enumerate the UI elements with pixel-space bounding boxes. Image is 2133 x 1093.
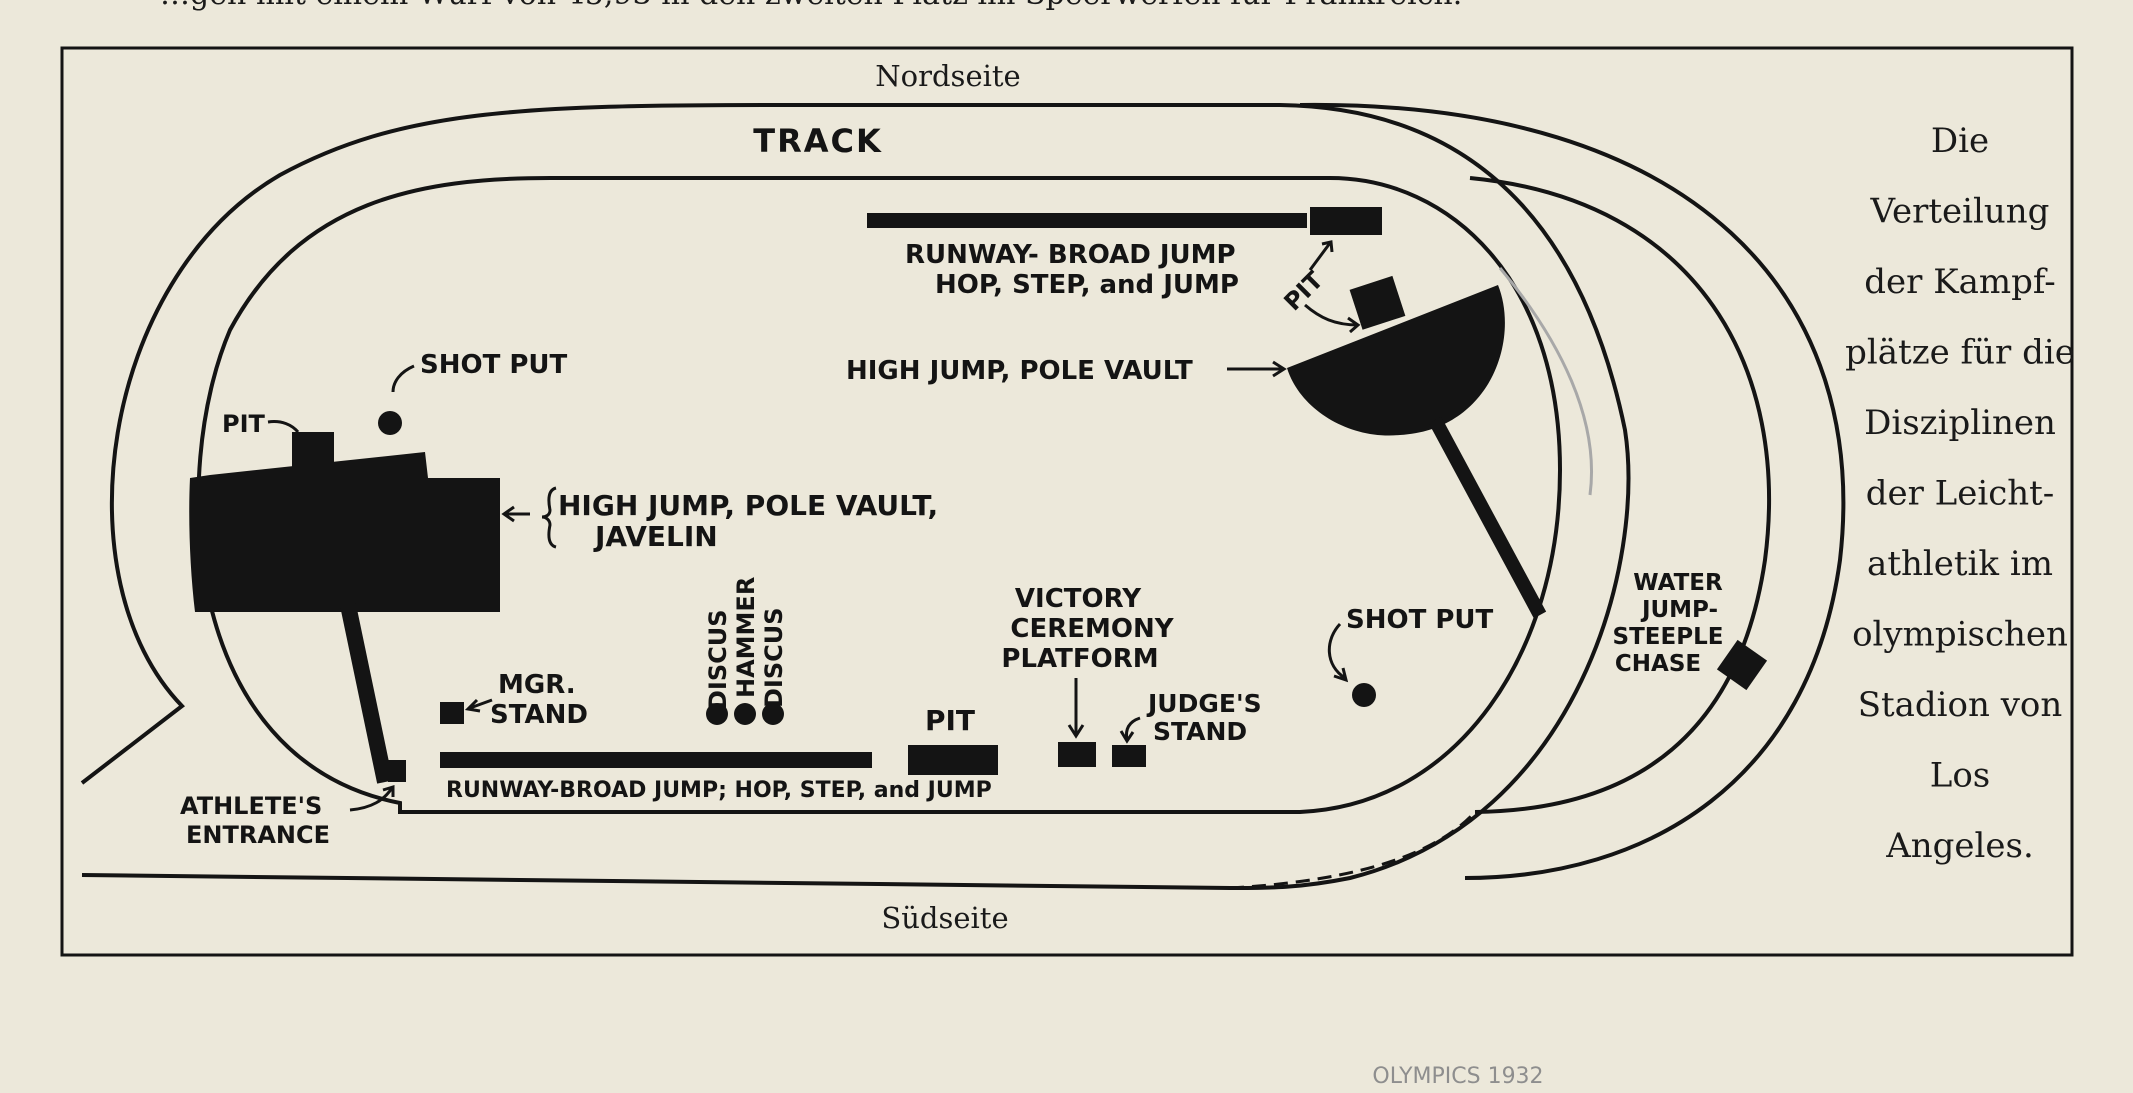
caption-line-7: athletik im xyxy=(1867,544,2053,584)
shot-put-right-circle xyxy=(1352,683,1376,707)
outer-track-line xyxy=(80,103,1631,891)
caption-line-8: olympischen xyxy=(1852,615,2068,655)
water-label-1: WATER xyxy=(1633,570,1723,596)
high-jump-left-label-2: JAVELIN xyxy=(593,520,718,553)
caption-line-1: Die xyxy=(1931,121,1989,161)
caption-line-9: Stadion von xyxy=(1858,685,2063,725)
high-jump-right-area xyxy=(1287,285,1505,436)
water-label-4: CHASE xyxy=(1615,651,1701,677)
high-jump-left-arrow xyxy=(501,505,530,523)
hammer-circle xyxy=(734,703,756,725)
water-jump-marker xyxy=(1716,639,1768,691)
runway-top-label-2: HOP, STEP, and JUMP xyxy=(935,270,1239,300)
mgr-arrow xyxy=(464,698,493,713)
discus-2-label: DISCUS xyxy=(760,607,788,708)
shot-put-left-circle xyxy=(378,411,402,435)
shot-put-right-arrow xyxy=(1327,622,1349,683)
high-jump-right-arrow xyxy=(1227,360,1287,378)
runway-bottom-bar xyxy=(440,752,872,768)
victory-platform xyxy=(1058,742,1096,767)
water-label-2: JUMP- xyxy=(1640,597,1718,623)
hammer-label: HAMMER xyxy=(732,577,760,698)
victory-label-3: PLATFORM xyxy=(1001,644,1158,674)
judges-label-1: JUDGE'S xyxy=(1146,689,1262,718)
pit-top-arrow xyxy=(1304,303,1361,334)
high-jump-right-label: HIGH JUMP, POLE VAULT xyxy=(846,356,1193,386)
pencil-mark xyxy=(1498,267,1594,496)
pit-top-label: PIT xyxy=(1279,266,1330,317)
victory-label-1: VICTORY xyxy=(1015,584,1142,614)
athletes-entrance-arrow xyxy=(349,784,395,812)
high-jump-left-area xyxy=(189,452,501,612)
discus-2-circle xyxy=(762,703,784,725)
victory-arrow xyxy=(1067,678,1085,739)
high-jump-left-label-1: HIGH JUMP, POLE VAULT, xyxy=(558,489,938,522)
judges-arrow xyxy=(1119,716,1141,744)
track-label: TRACK xyxy=(753,122,883,160)
water-label-3: STEEPLE xyxy=(1613,624,1724,650)
high-jump-left-brace xyxy=(541,486,557,549)
mgr-label-1: MGR. xyxy=(498,670,576,700)
judges-label-2: STAND xyxy=(1153,717,1247,746)
shot-put-right-label: SHOT PUT xyxy=(1346,605,1494,635)
judges-stand xyxy=(1112,745,1146,767)
athletes-entrance-marker xyxy=(388,760,406,782)
high-jump-right-pit xyxy=(1349,275,1406,330)
high-jump-right-runway xyxy=(1428,416,1547,619)
discus-1-circle xyxy=(706,703,728,725)
dashed-track-segment xyxy=(1229,810,1477,890)
runway-bottom-label: RUNWAY-BROAD JUMP; HOP, STEP, and JUMP xyxy=(446,778,992,803)
pit-bottom-label: PIT xyxy=(925,704,975,737)
watermark: OLYMPICS 1932 xyxy=(1372,1064,1543,1089)
caption-line-10: Los xyxy=(1930,756,1991,796)
victory-label-2: CEREMONY xyxy=(1010,614,1174,644)
caption-line-4: plätze für die xyxy=(1845,333,2075,373)
discus-hammer-group: DISCUS HAMMER DISCUS xyxy=(704,577,788,725)
caption-line-11: Angeles. xyxy=(1885,826,2034,866)
runway-top-label-1: RUNWAY- BROAD JUMP xyxy=(905,240,1236,270)
caption-line-6: der Leicht- xyxy=(1866,474,2055,514)
runway-top-arrow xyxy=(1308,240,1334,271)
diagram-frame xyxy=(60,46,2074,957)
steeplechase-outer-curve xyxy=(1299,102,1846,880)
south-side-label: Südseite xyxy=(881,901,1008,935)
shot-put-left-arrow xyxy=(391,364,415,393)
caption-line-5: Disziplinen xyxy=(1864,403,2056,443)
runway-top-bar xyxy=(867,213,1307,228)
caption-line-3: der Kampf- xyxy=(1864,262,2055,302)
pit-left-label: PIT xyxy=(222,410,266,438)
shot-put-left-label: SHOT PUT xyxy=(420,350,568,380)
javelin-runway xyxy=(340,603,393,784)
mgr-stand xyxy=(440,702,464,724)
discus-1-label: DISCUS xyxy=(704,609,732,710)
mgr-label-2: STAND xyxy=(490,700,588,730)
north-side-label: Nordseite xyxy=(875,59,1020,93)
athletes-entrance-label-2: ENTRANCE xyxy=(186,821,330,849)
pit-left-arrow xyxy=(267,420,300,434)
caption-line-2: Verteilung xyxy=(1870,192,2050,232)
top-running-text: …gen mit einem Wurf von 45,93 m den zwei… xyxy=(160,0,1462,12)
athletes-entrance-label-1: ATHLETE'S xyxy=(180,792,322,820)
runway-top-pit xyxy=(1310,207,1382,235)
steeplechase-inner-curve xyxy=(1469,176,1771,814)
pit-bottom xyxy=(908,745,998,775)
high-jump-left-pit xyxy=(292,432,334,480)
